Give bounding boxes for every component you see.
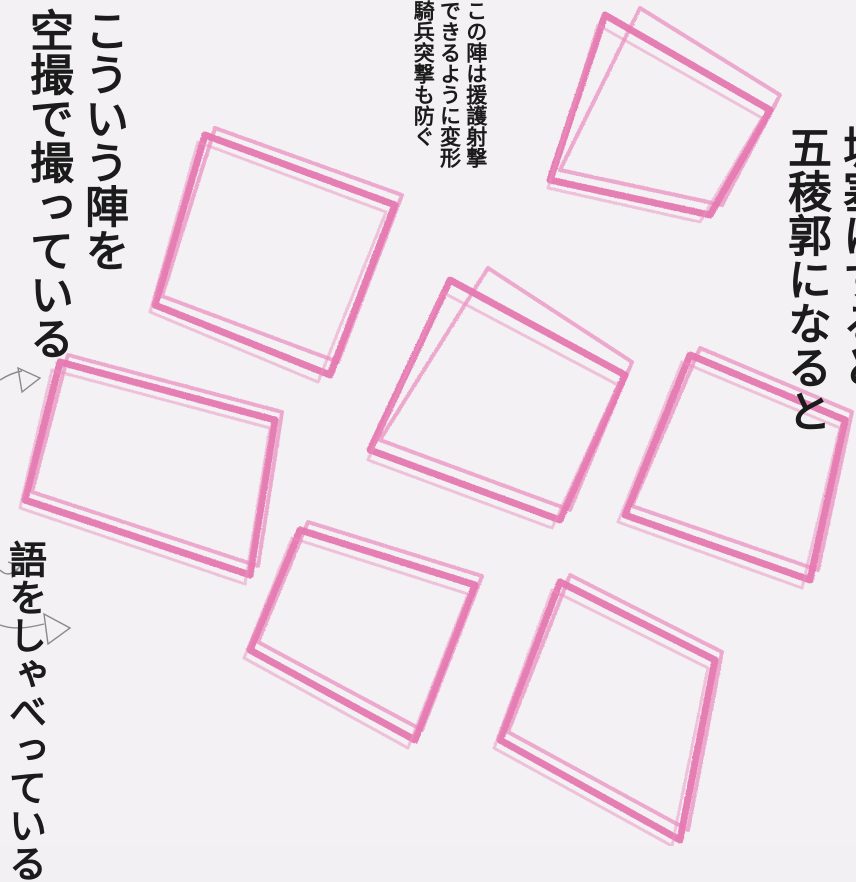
pencil-arrow-middle xyxy=(0,561,22,579)
note-line: こういう陣を xyxy=(77,8,128,272)
note-line: 城塞にすると xyxy=(835,125,856,389)
formation-square-6 xyxy=(242,520,484,750)
note-aerial-formation: こういう陣を 空撮で撮っている xyxy=(20,8,130,360)
formation-square-3 xyxy=(18,353,284,586)
note-formation-support: この陣は援護射撃 できるように変形 騎兵突撃も防ぐ xyxy=(410,0,489,168)
pencil-arrow-top xyxy=(0,366,42,394)
note-line: 騎兵突撃も防ぐ xyxy=(411,0,436,147)
formation-square-2 xyxy=(546,6,782,224)
formation-square-1 xyxy=(148,126,404,384)
note-speaking: 語をしゃべっている xyxy=(0,540,48,882)
formation-square-5 xyxy=(616,346,854,590)
note-line: 空撮で撮っている xyxy=(22,8,73,360)
note-line: できるように変形 xyxy=(437,0,462,168)
formation-square-7 xyxy=(492,573,724,846)
formation-square-4 xyxy=(366,266,634,530)
note-line: 語をしゃべっている xyxy=(2,540,47,882)
sketch-layer xyxy=(0,6,854,846)
pencil-arrow-bottom xyxy=(0,612,72,646)
note-line: この陣は援護射撃 xyxy=(463,0,488,168)
note-line: 五稜郭になると xyxy=(780,125,831,433)
note-fortress: 城塞にすると 五稜郭になると xyxy=(778,125,856,433)
